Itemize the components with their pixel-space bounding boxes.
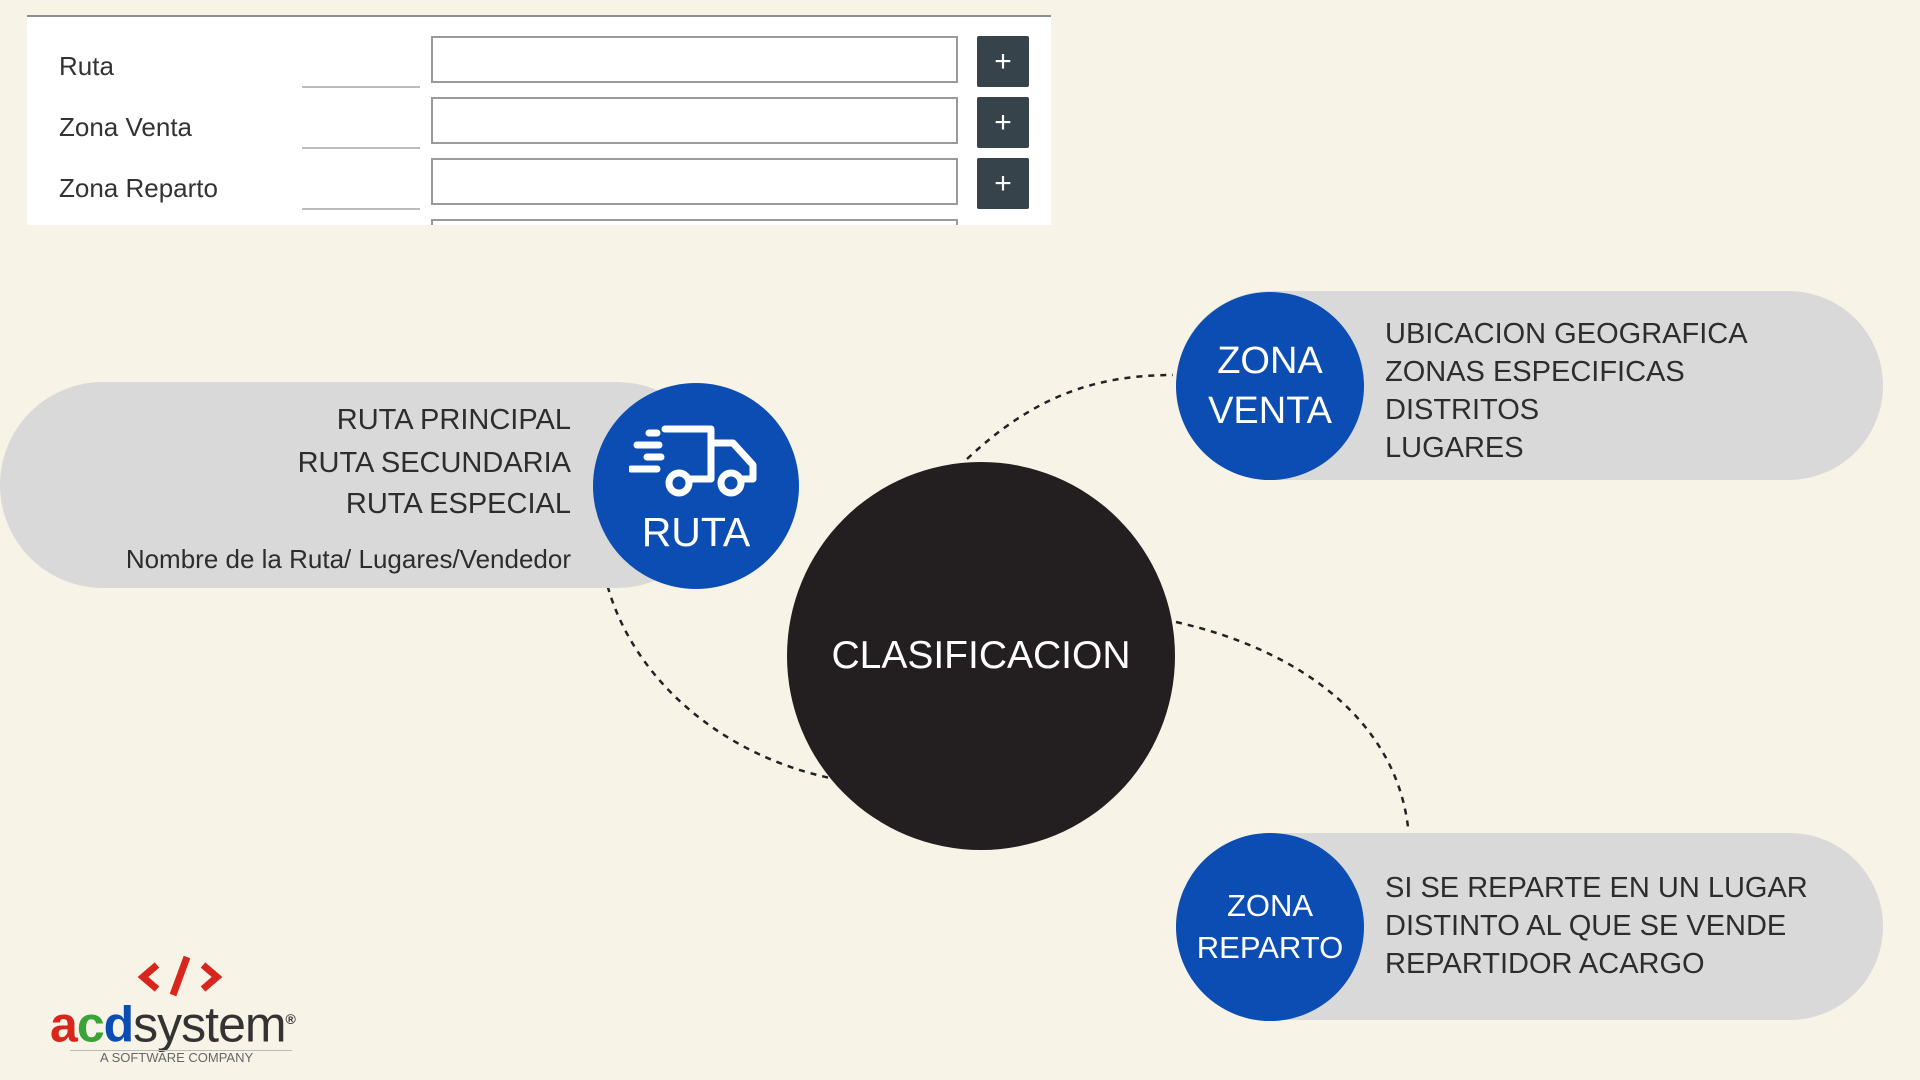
zona-reparto-label: Zona Reparto	[59, 173, 218, 203]
ruta-code-field[interactable]	[302, 86, 420, 88]
zona-reparto-node: ZONA REPARTO	[1176, 833, 1364, 1021]
ruta-input[interactable]	[431, 36, 958, 83]
zona-venta-code-field[interactable]	[302, 147, 420, 149]
logo-d: d	[103, 996, 135, 1053]
ruta-node: RUTA	[593, 383, 799, 589]
zona-reparto-code-field[interactable]	[302, 208, 420, 210]
truck-icon	[629, 425, 757, 496]
add-zona-reparto-button[interactable]: +	[977, 158, 1029, 209]
connector-zona-venta	[966, 373, 1174, 460]
logo-a: a	[50, 996, 78, 1053]
zona-reparto-item: REPARTIDOR ACARGO	[1385, 948, 1705, 980]
logo-c: c	[76, 996, 105, 1053]
ruta-item: RUTA ESPECIAL	[345, 488, 571, 520]
form-panel: Ruta + Zona Venta + Zona Reparto +	[27, 15, 1051, 225]
ruta-note: Nombre de la Ruta/ Lugares/Vendedor	[125, 544, 571, 574]
ruta-label: Ruta	[59, 51, 114, 81]
zona-reparto-item: DISTINTO AL QUE SE VENDE	[1385, 910, 1787, 942]
zona-venta-title: ZONA	[1217, 340, 1323, 382]
add-zona-venta-button[interactable]: +	[977, 97, 1029, 148]
add-ruta-button[interactable]: +	[977, 36, 1029, 87]
ruta-title: RUTA	[641, 508, 751, 555]
zona-venta-node: ZONA VENTA	[1176, 292, 1364, 480]
acd-system-logo: acdsystem® A SOFTWARE COMPANY	[50, 955, 310, 1065]
ruta-item: RUTA PRINCIPAL	[336, 404, 571, 436]
zona-reparto-title: REPARTO	[1196, 930, 1344, 965]
zona-venta-label: Zona Venta	[59, 112, 192, 142]
zona-venta-item: DISTRITOS	[1385, 394, 1540, 426]
connector-ruta	[598, 538, 831, 780]
zona-reparto-input[interactable]	[431, 158, 958, 205]
zona-venta-title: VENTA	[1208, 390, 1332, 432]
zona-reparto-title: ZONA	[1226, 888, 1314, 923]
logo-divider	[70, 1050, 292, 1051]
zona-venta-item: ZONAS ESPECIFICAS	[1385, 356, 1685, 388]
connector-zona-reparto	[1175, 620, 1410, 828]
code-brackets-icon	[137, 955, 223, 997]
ruta-item: RUTA SECUNDARIA	[297, 447, 571, 479]
zona-reparto-item: SI SE REPARTE EN UN LUGAR	[1385, 872, 1808, 904]
logo-system: system	[133, 996, 286, 1053]
next-input-partial[interactable]	[431, 219, 958, 225]
zona-venta-input[interactable]	[431, 97, 958, 144]
zona-venta-item: LUGARES	[1385, 432, 1524, 464]
center-title: CLASIFICACION	[831, 634, 1131, 677]
zona-venta-item: UBICACION GEOGRAFICA	[1385, 318, 1748, 350]
clasificacion-node: CLASIFICACION	[787, 462, 1175, 850]
logo-tagline: A SOFTWARE COMPANY	[100, 1050, 254, 1065]
